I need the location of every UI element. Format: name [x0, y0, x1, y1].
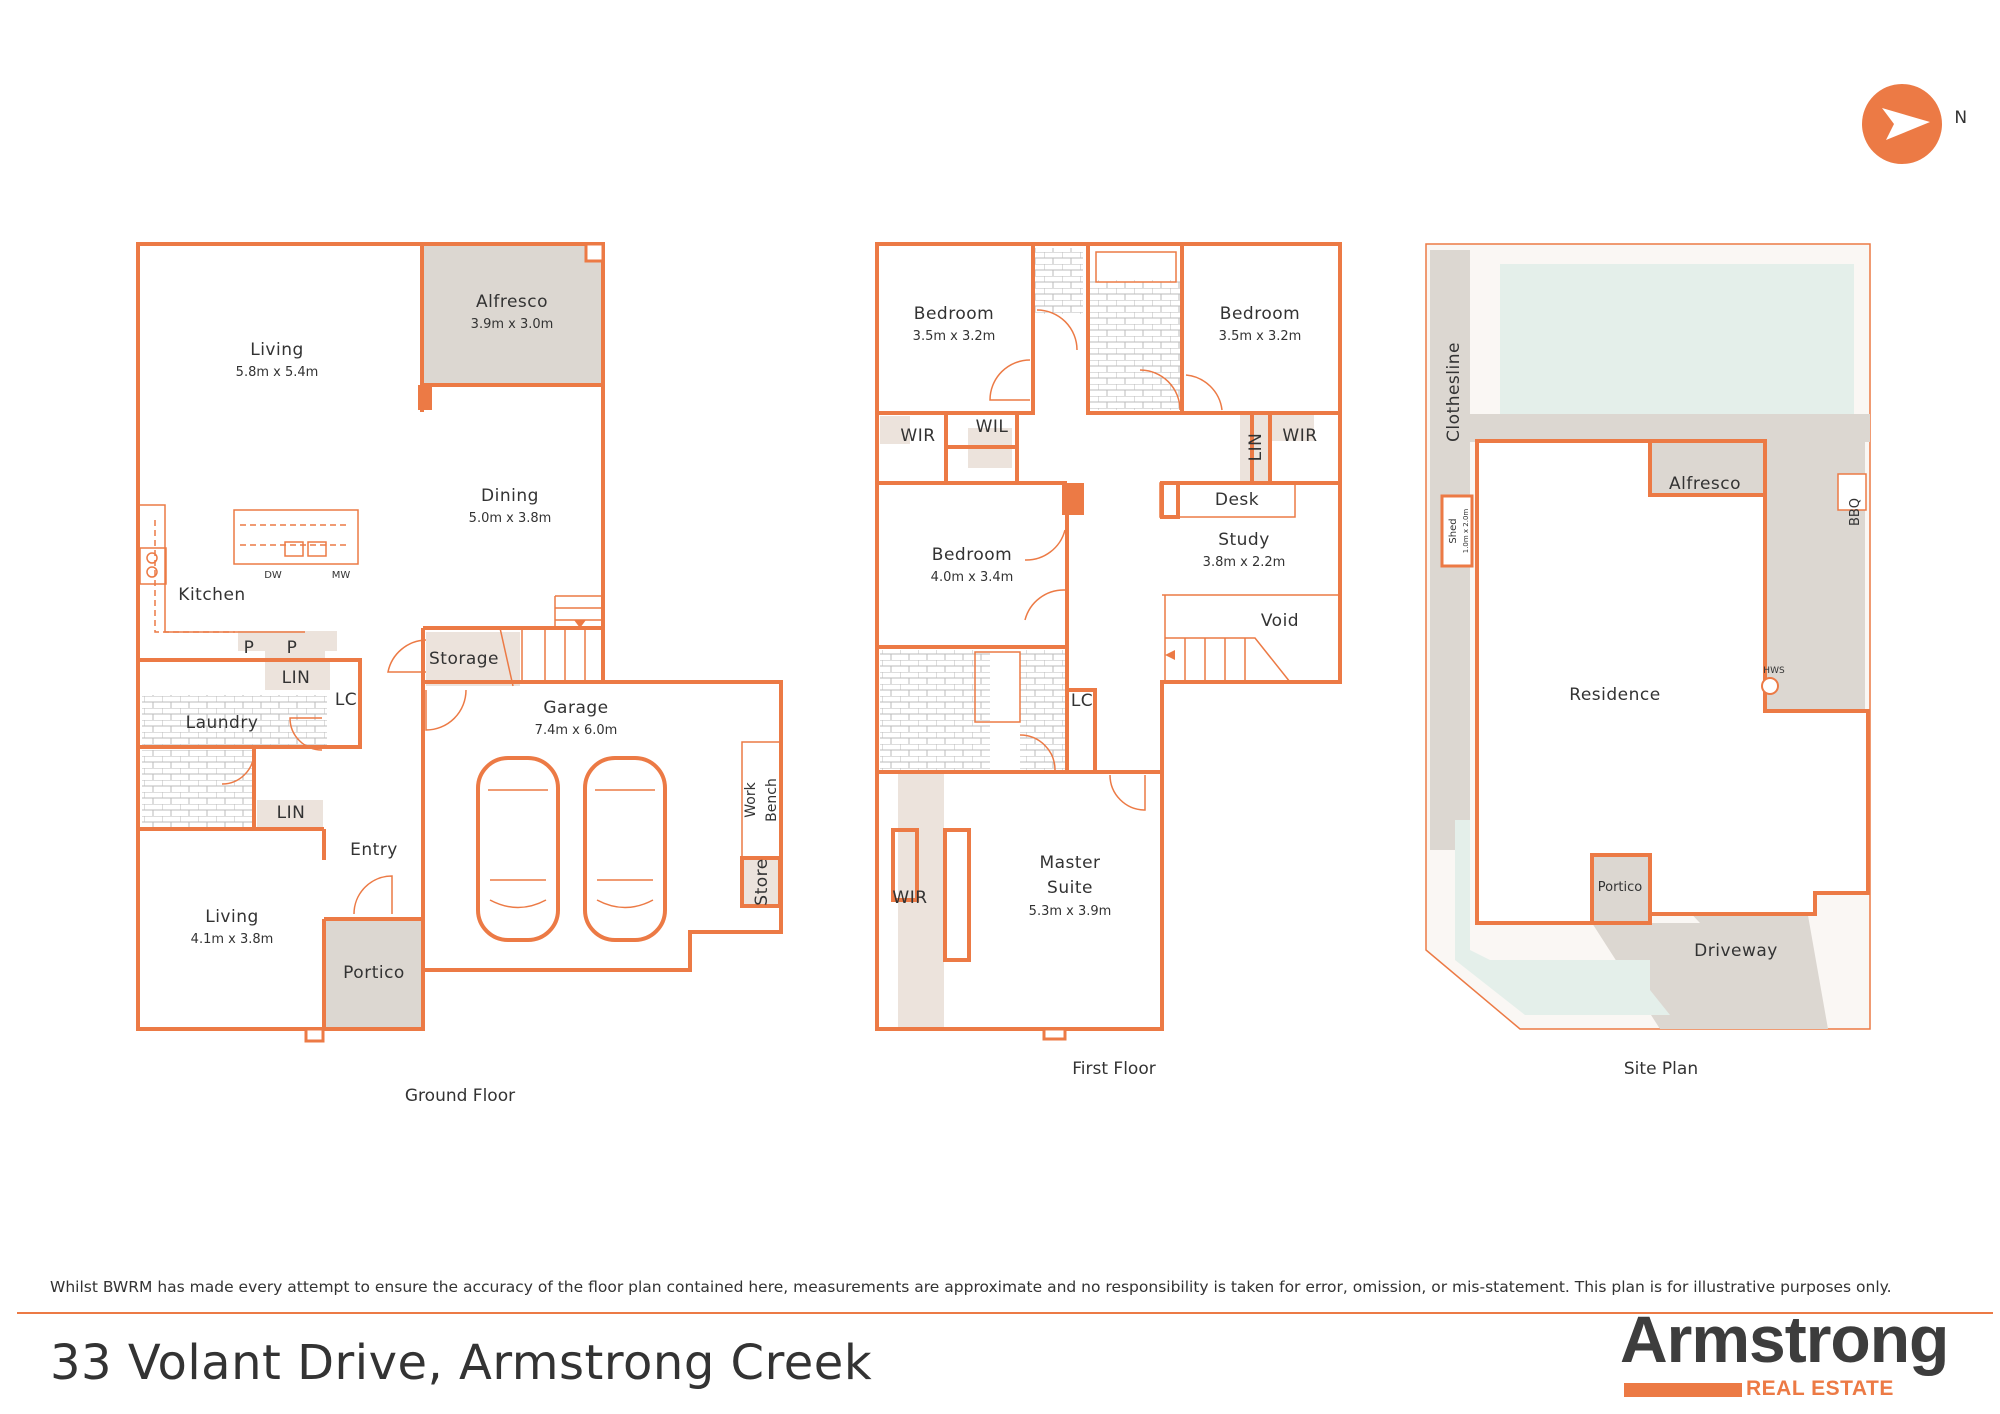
- site-plan-caption: Site Plan: [1624, 1059, 1698, 1079]
- lc-label: LC: [335, 690, 357, 710]
- linen-label: LIN: [277, 803, 306, 823]
- portico-area: [324, 919, 423, 1029]
- site-plan: [1425, 243, 1871, 1030]
- bbq-label: BBQ: [1848, 498, 1863, 526]
- wir-label: WIR: [900, 426, 935, 446]
- room-label-dining: Dining: [481, 486, 539, 506]
- room-dims-garage: 7.4m x 6.0m: [535, 723, 618, 738]
- work-bench-label: Work: [743, 781, 759, 817]
- first-floor-caption: First Floor: [1072, 1059, 1155, 1079]
- room-dims-bedroom-3: 4.0m x 3.4m: [931, 570, 1014, 585]
- room-label-bedroom-1: Bedroom: [914, 304, 994, 324]
- room-dims-bedroom-1: 3.5m x 3.2m: [913, 329, 996, 344]
- room-label-bedroom-2: Bedroom: [1220, 304, 1300, 324]
- room-label-living-2: Living: [205, 907, 259, 927]
- clothesline-label: Clothesline: [1444, 342, 1464, 442]
- wir-label: WIR: [892, 888, 927, 908]
- room-label-portico: Portico: [343, 963, 405, 983]
- footer-divider: [17, 1312, 1993, 1314]
- hws-label: HWS: [1763, 666, 1785, 676]
- linen-label: LIN: [1246, 433, 1266, 462]
- desk-label: Desk: [1215, 490, 1259, 510]
- compass-label: N: [1954, 108, 1967, 128]
- room-label-kitchen: Kitchen: [178, 585, 245, 605]
- room-label-master: Master: [1039, 853, 1100, 873]
- alfresco-label: Alfresco: [1669, 474, 1741, 494]
- first-floor-plan: [875, 242, 1342, 1041]
- ground-floor-plan: [136, 242, 783, 1043]
- room-label-alfresco: Alfresco: [476, 292, 548, 312]
- car-icon: [583, 756, 667, 942]
- room-dims-alfresco: 3.9m x 3.0m: [471, 317, 554, 332]
- logo-sub-text: REAL ESTATE: [1746, 1377, 1894, 1400]
- wil-label: WIL: [976, 417, 1009, 437]
- residence-label: Residence: [1569, 685, 1660, 705]
- room-label-master: Suite: [1047, 878, 1093, 898]
- property-address: 33 Volant Drive, Armstrong Creek: [50, 1335, 873, 1391]
- shed-label: Shed: [1448, 518, 1459, 543]
- room-label-entry: Entry: [350, 840, 398, 860]
- car-icon: [476, 756, 560, 942]
- shed-dims: 1.0m x 2.0m: [1462, 509, 1470, 554]
- storage-area: [426, 632, 520, 686]
- disclaimer-text: Whilst BWRM has made every attempt to en…: [50, 1278, 1892, 1296]
- room-label-garage: Garage: [543, 698, 608, 718]
- north-compass-icon: [1862, 84, 1942, 164]
- room-label-study: Study: [1218, 530, 1270, 550]
- pantry-label: P: [287, 638, 298, 658]
- ground-floor-caption: Ground Floor: [405, 1086, 515, 1106]
- microwave-label: MW: [332, 570, 351, 581]
- work-bench-label: Bench: [764, 778, 780, 822]
- dishwasher-label: DW: [264, 570, 282, 581]
- room-dims-master: 5.3m x 3.9m: [1029, 904, 1112, 919]
- void-label: Void: [1261, 611, 1299, 631]
- room-dims-bedroom-2: 3.5m x 3.2m: [1219, 329, 1302, 344]
- room-dims-living: 5.8m x 5.4m: [236, 365, 319, 380]
- driveway-label: Driveway: [1694, 941, 1778, 961]
- logo-bar: [1624, 1383, 1742, 1397]
- wir-label: WIR: [1282, 426, 1317, 446]
- room-dims-study: 3.8m x 2.2m: [1203, 555, 1286, 570]
- room-label-bedroom-3: Bedroom: [932, 545, 1012, 565]
- logo-main-text: Armstrong: [1620, 1302, 1949, 1376]
- alfresco-area: [422, 244, 603, 385]
- lc-label: LC: [1071, 691, 1093, 711]
- linen-label: LIN: [282, 668, 311, 688]
- store-label: Store: [752, 858, 772, 905]
- room-dims-living-2: 4.1m x 3.8m: [191, 932, 274, 947]
- room-label-storage: Storage: [429, 649, 499, 669]
- portico-label: Portico: [1598, 880, 1643, 895]
- armstrong-logo: Armstrong REAL ESTATE: [1620, 1306, 1960, 1408]
- room-dims-dining: 5.0m x 3.8m: [469, 511, 552, 526]
- room-label-laundry: Laundry: [186, 713, 259, 733]
- room-label-living: Living: [250, 340, 304, 360]
- pantry-label: P: [244, 638, 255, 658]
